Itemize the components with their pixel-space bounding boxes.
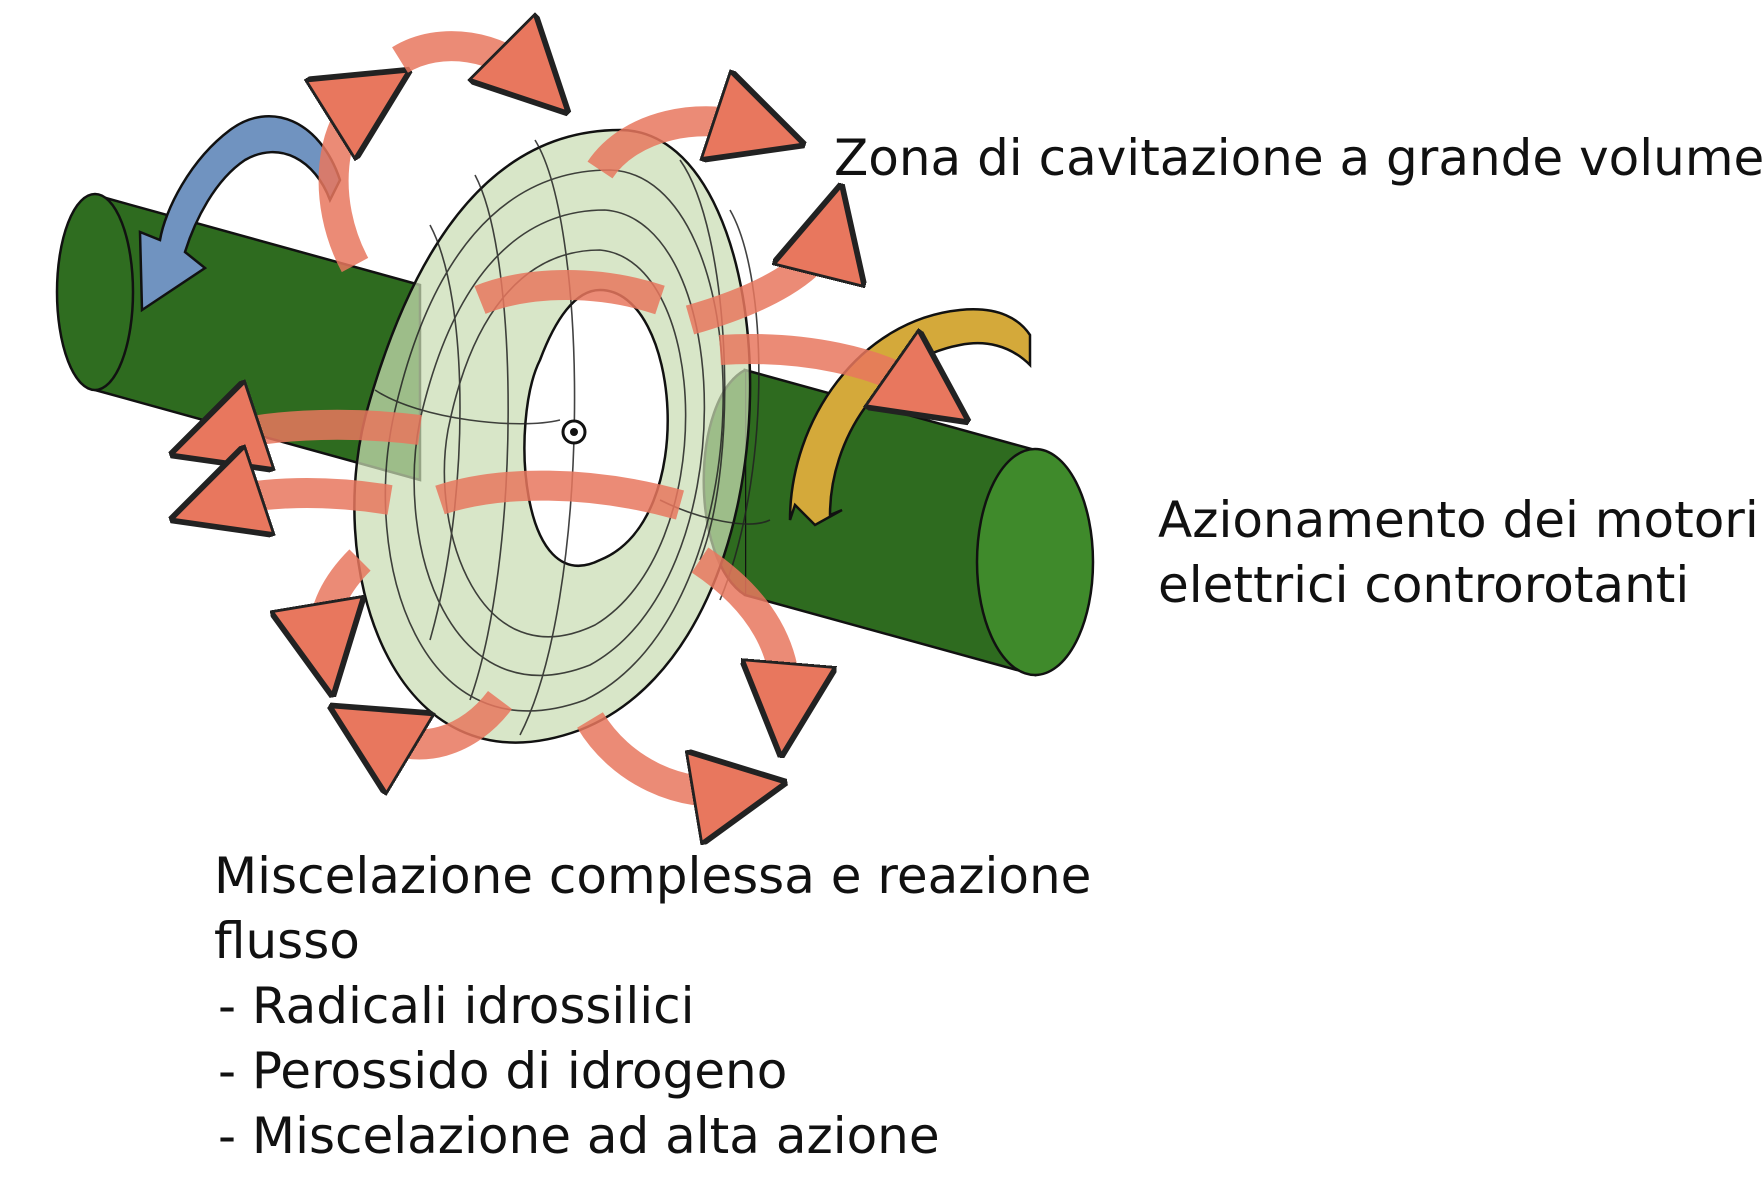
flow-arrow-inner-upper [474,270,665,315]
left-rotation-arrow [138,114,342,313]
flow-arrow-bottom-right [577,711,740,792]
flow-arrow-right-lower [691,547,786,710]
flow-arrow-top [392,46,535,80]
mixing-label-line-1: Miscelazione complessa e reazione [214,847,1092,905]
flow-arrow-top-right [587,121,760,179]
mixing-item: - Perossido di idrogeno [218,1042,788,1100]
flow-arrow-bottom [370,690,512,744]
flow-arrow-top-left [334,95,370,273]
motors-label-line-1: Azionamento dei motori [1158,491,1759,549]
flow-arrow-right [719,349,930,395]
mixing-label: Miscelazione complessa e reazione flusso… [214,844,1091,1169]
motors-label-line-2: elettrici controrotanti [1158,556,1690,614]
flow-arrow-bottom-left [324,549,371,650]
motors-label: Azionamento dei motori elettrici contror… [1158,488,1759,618]
flow-arrow-left-lower [215,493,393,505]
mixing-item: - Radicali idrossilici [218,977,695,1035]
mixing-label-line-2: flusso [214,912,360,970]
mixing-item: - Miscelazione ad alta azione [218,1107,940,1165]
flow-arrows [215,46,930,792]
axis-center-icon [561,419,587,445]
flow-arrow-inner-lower [435,470,685,520]
cavitation-zone-label: Zona di cavitazione a grande volume [834,129,1762,187]
flow-arrow-right-upper [685,230,830,335]
flow-arrow-left [215,425,422,440]
